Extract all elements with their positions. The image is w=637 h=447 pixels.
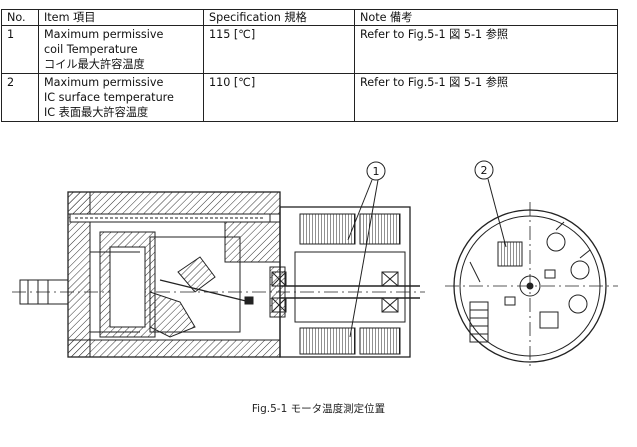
callout-2-label: 2 [481,164,488,177]
row-no: 1 [1,25,39,74]
figure-caption: Fig.5-1 モータ温度測定位置 [251,403,386,415]
header-specification: Specification 規格 [203,9,355,26]
row-item: Maximum permissive IC surface temperatur… [38,73,204,122]
row-specification: 110 [℃] [203,73,355,122]
item-line: IC 表面最大許容温度 [44,106,149,119]
row-item: Maximum permissive coil Temperature コイル最… [38,25,204,74]
table-header-row: No. Item 項目 Specification 規格 Note 備考 [1,9,618,26]
header-note: Note 備考 [354,9,618,26]
item-line: IC surface temperature [44,91,174,104]
row-specification: 115 [℃] [203,25,355,74]
callout-2-marker [474,160,494,180]
specification-table: No. Item 項目 Specification 規格 Note 備考 1 M… [1,9,618,122]
motor-cross-section-figure: 1 2 [12,160,618,370]
row-no: 2 [1,73,39,122]
inlet-nozzle [19,279,69,305]
item-line: Maximum permissive [44,28,164,41]
table-row: 2 Maximum permissive IC surface temperat… [1,73,618,122]
callout-1-marker [366,161,386,181]
motor-section [269,206,420,358]
item-line: coil Temperature [44,43,138,56]
pump-housing [67,191,281,358]
callout-2-leader [487,178,507,248]
header-no: No. [1,9,39,26]
row-note: Refer to Fig.5-1 図 5-1 参照 [354,25,618,74]
motor-end-view [445,202,618,370]
callout-1-leader [349,179,379,338]
header-item: Item 項目 [38,9,204,26]
callout-1-leader [347,179,373,241]
row-note: Refer to Fig.5-1 図 5-1 参照 [354,73,618,122]
callout-1-label: 1 [373,165,380,178]
item-line: コイル最大許容温度 [44,58,145,71]
table-row: 1 Maximum permissive coil Temperature コイ… [1,25,618,74]
item-line: Maximum permissive [44,76,164,89]
